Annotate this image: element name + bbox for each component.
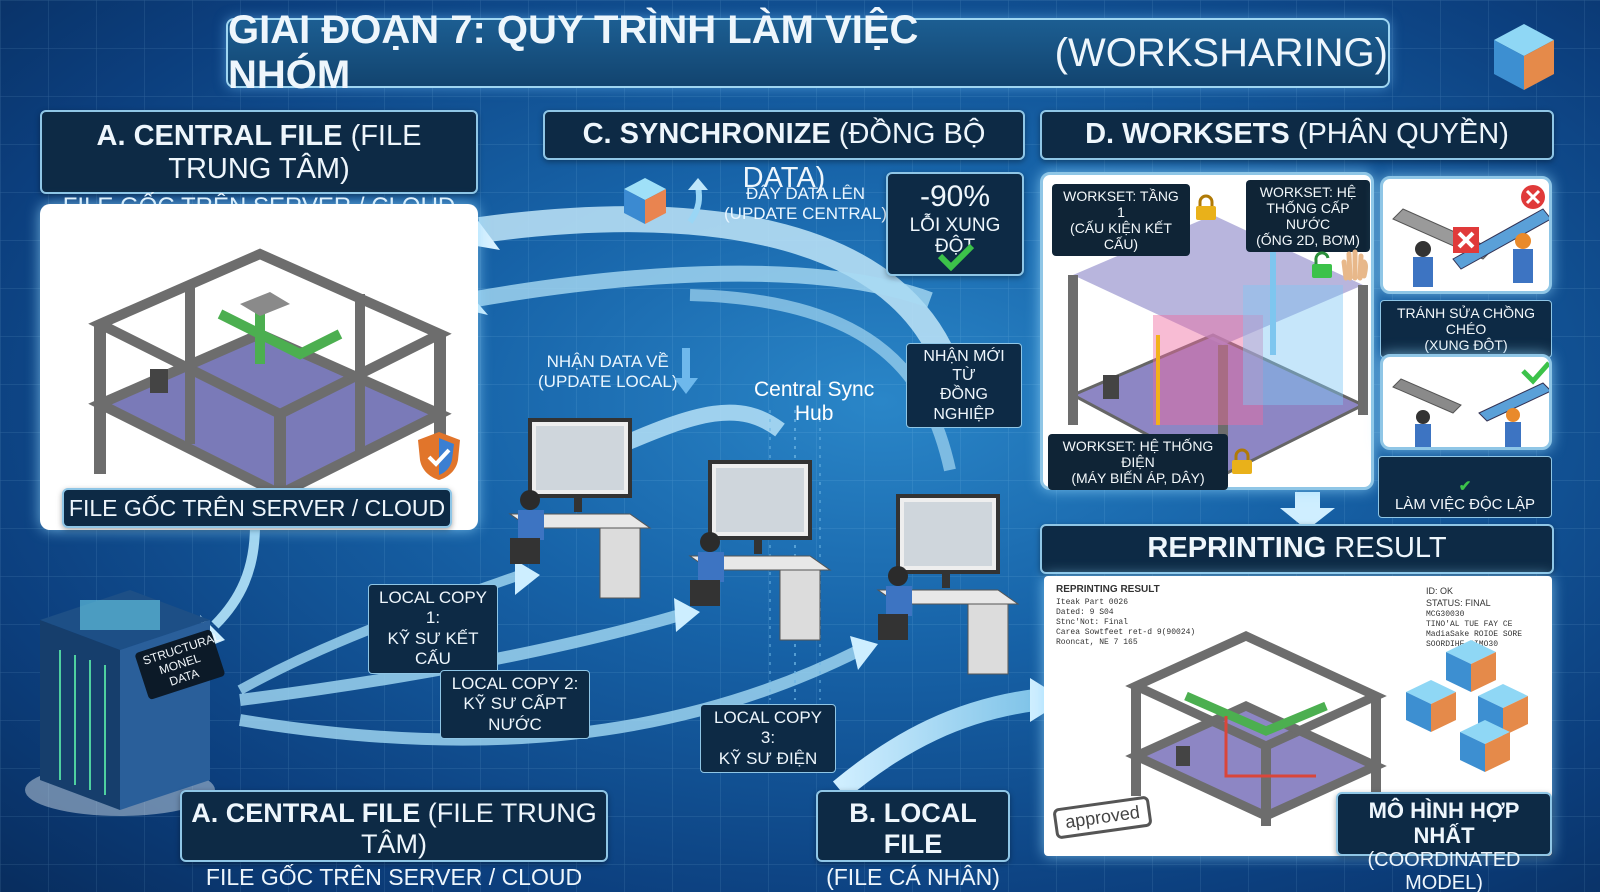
independent-work-label: ✔ LÀM VIỆC ĐỘC LẬP	[1378, 456, 1552, 518]
result-doc-line: Rooncat, NE 7 165	[1056, 638, 1138, 647]
central-file-footer-title: A. CENTRAL FILE	[191, 798, 421, 828]
independent-work-card	[1380, 354, 1552, 450]
coordinated-building-illustration	[1125, 631, 1387, 826]
result-doc-line: Dated: 9 S04	[1056, 608, 1114, 617]
sync-cube-icon	[624, 178, 666, 224]
data-cubes-illustration	[1406, 640, 1528, 772]
cube-logo-icon	[1494, 24, 1554, 90]
upload-arrow-icon	[687, 178, 708, 224]
central-file-title-rest: (FILE TRUNG TÂM)	[168, 120, 422, 186]
check-icon: ✔	[1458, 478, 1472, 496]
local-file-title: B. LOCAL FILE	[849, 798, 977, 860]
central-file-footer-subtitle: FILE GỐC TRÊN SERVER / CLOUD	[205, 864, 583, 891]
central-card-caption-text: FILE GỐC TRÊN SERVER / CLOUD	[68, 495, 446, 521]
peer-updates-label: NHẬN MỚI TỪ ĐỒNG NGHIỆP	[906, 343, 1022, 428]
central-model-card	[40, 204, 478, 530]
result-title-rest: RESULT	[1334, 532, 1447, 564]
conflict-illustration-card	[1380, 176, 1552, 294]
workset-plumbing-tag: WORKSET: HỆ THỐNG CẤP NƯỚC (ỐNG 2D, BƠM)	[1246, 180, 1370, 253]
conflict-stat-box: -90% LỖI XUNG ĐỘT	[886, 172, 1024, 276]
pull-data-label: NHẬN DATA VỀ (UPDATE LOCAL)	[538, 352, 678, 391]
lock-icon-2	[1232, 448, 1252, 474]
central-file-header: A. CENTRAL FILE (FILE TRUNG TÂM) FILE GỐ…	[40, 110, 478, 220]
workstation-electrical	[876, 494, 1020, 675]
conflict-stat-value: -90%	[919, 180, 991, 213]
workstation-structural	[508, 418, 652, 599]
synchronize-title: C. SYNCHRONIZE	[582, 118, 831, 150]
result-doc-line: Carea Sowtfeet ret-d 9(90024)	[1056, 628, 1196, 637]
clash-engineers-illustration	[1392, 185, 1549, 287]
worksets-header: D. WORKSETS (PHÂN QUYỀN)	[1040, 110, 1554, 160]
lock-icon	[1196, 194, 1216, 220]
workset-electrical-tag: WORKSET: HỆ THỐNG ĐIỆN (MÁY BIẾN ÁP, DÂY…	[1048, 434, 1228, 491]
push-data-label: ĐẨY DATA LÊN (UPDATE CENTRAL)	[724, 184, 888, 223]
result-title: REPRINTING	[1147, 532, 1327, 564]
local-copy-3-label: LOCAL COPY 3: KỸ SƯ ĐIỆN	[700, 704, 836, 774]
avoid-overlap-label: TRÁNH SỬA CHỒNG CHÉO (XUNG ĐỘT)	[1380, 300, 1552, 359]
title-main: GIAI ĐOẠN 7: QUY TRÌNH LÀM VIỆC NHÓM	[228, 8, 919, 97]
unlock-icon	[1312, 251, 1332, 278]
checkmark-icon	[937, 243, 975, 272]
shield-check-icon	[418, 432, 460, 480]
coordinated-model-label: MÔ HÌNH HỢP NHẤT (COORDINATED MODEL)	[1336, 792, 1552, 892]
central-file-footer-title-rest: (FILE TRUNG TÂM)	[361, 798, 597, 860]
worksets-title-rest: (PHÂN QUYỀN)	[1297, 118, 1509, 150]
sync-hub-label: Central Sync Hub	[754, 378, 875, 426]
local-file-subtitle: (FILE CÁ NHÂN)	[826, 864, 1000, 891]
result-doc-id: ID: OK	[1426, 586, 1454, 596]
result-doc-header: REPRINTING RESULT	[1056, 584, 1160, 595]
hand-stop-icon	[1341, 249, 1368, 281]
building-model-illustration	[88, 248, 452, 504]
title-paren: (WORKSHARING)	[1054, 30, 1388, 75]
download-arrow-icon	[674, 348, 698, 394]
coordinated-model-subtitle: (COORDINATED MODEL)	[1367, 848, 1521, 892]
central-file-footer: A. CENTRAL FILE (FILE TRUNG TÂM) FILE GỐ…	[180, 790, 608, 890]
result-doc-line: Iteak Part 0026	[1056, 598, 1129, 607]
workstation-plumbing	[688, 460, 832, 641]
result-doc-meta: TINO'AL TUE FAY CE	[1426, 620, 1513, 629]
synchronize-header: C. SYNCHRONIZE (ĐỒNG BỘ DATA)	[543, 110, 1025, 194]
coordinated-model-title: MÔ HÌNH HỢP NHẤT	[1368, 798, 1520, 849]
worksets-title: D. WORKSETS	[1085, 118, 1290, 150]
central-file-title: A. CENTRAL FILE	[96, 120, 343, 152]
result-doc-line: Stnc'Not: Final	[1056, 618, 1129, 627]
result-doc-meta: MCG30030	[1426, 610, 1465, 619]
result-header: REPRINTING RESULT	[1040, 524, 1554, 574]
workset-structure-tag: WORKSET: TẦNG 1 (CẤU KIỆN KẾT CẤU)	[1052, 184, 1190, 257]
synchronize-title-rest: (ĐỒNG BỘ DATA)	[742, 118, 986, 194]
page-title: GIAI ĐOẠN 7: QUY TRÌNH LÀM VIỆC NHÓM (WO…	[226, 8, 1390, 97]
local-file-box: B. LOCAL FILE (FILE CÁ NHÂN)	[816, 790, 1010, 890]
central-card-caption: FILE GỐC TRÊN SERVER / CLOUD	[62, 488, 452, 528]
independent-engineers-illustration	[1392, 361, 1549, 447]
server-rack-illustration	[25, 590, 215, 816]
result-doc-status: STATUS: FINAL	[1426, 598, 1491, 608]
independent-work-text: LÀM VIỆC ĐỘC LẬP	[1394, 495, 1536, 513]
local-copy-1-label: LOCAL COPY 1: KỸ SƯ KẾT CẤU	[368, 584, 498, 674]
local-copy-2-label: LOCAL COPY 2: KỸ SƯ CẤPT NƯỚC	[440, 670, 590, 740]
